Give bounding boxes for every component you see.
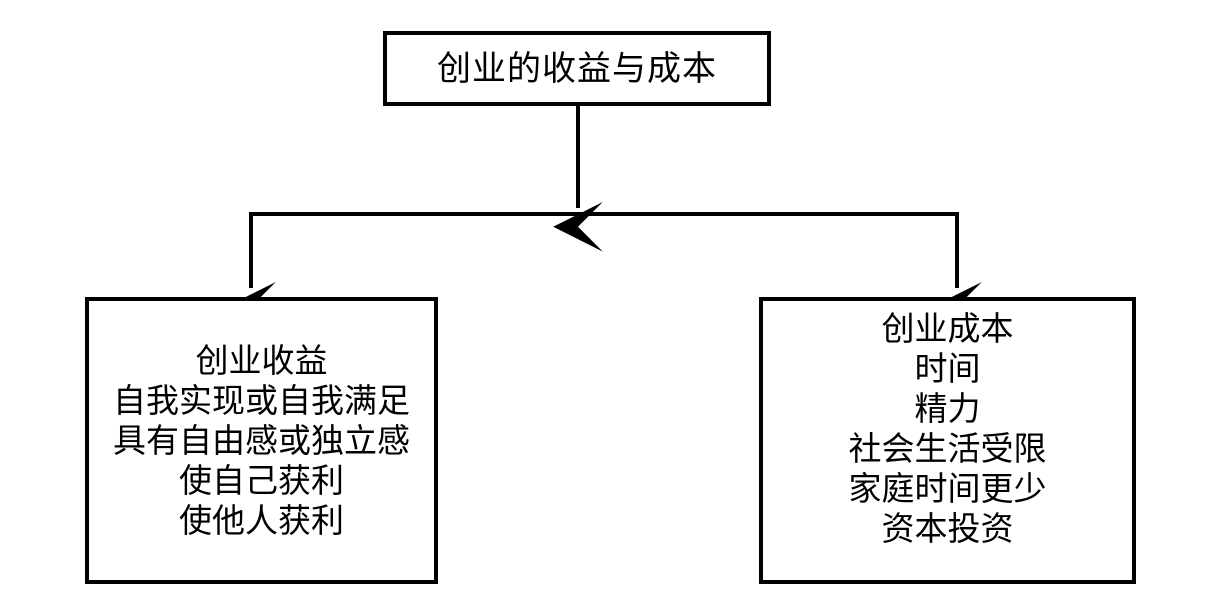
title-node: 创业的收益与成本	[383, 31, 771, 106]
costs-item: 资本投资	[881, 509, 1014, 548]
benefits-item: 具有自由感或独立感	[113, 420, 410, 460]
costs-heading: 创业成本	[881, 309, 1014, 348]
benefits-node: 创业收益 自我实现或自我满足 具有自由感或独立感 使自己获利 使他人获利	[85, 297, 438, 584]
benefits-item: 自我实现或自我满足	[113, 380, 410, 420]
costs-item: 精力	[914, 389, 981, 428]
benefits-item: 使他人获利	[179, 500, 344, 540]
costs-node: 创业成本 时间 精力 社会生活受限 家庭时间更少 资本投资	[759, 297, 1136, 584]
costs-item: 家庭时间更少	[848, 469, 1047, 508]
costs-item: 时间	[914, 349, 981, 388]
costs-item: 社会生活受限	[848, 429, 1047, 468]
benefits-item: 使自己获利	[179, 460, 344, 500]
title-node-label: 创业的收益与成本	[437, 48, 717, 89]
benefits-heading: 创业收益	[195, 340, 328, 380]
